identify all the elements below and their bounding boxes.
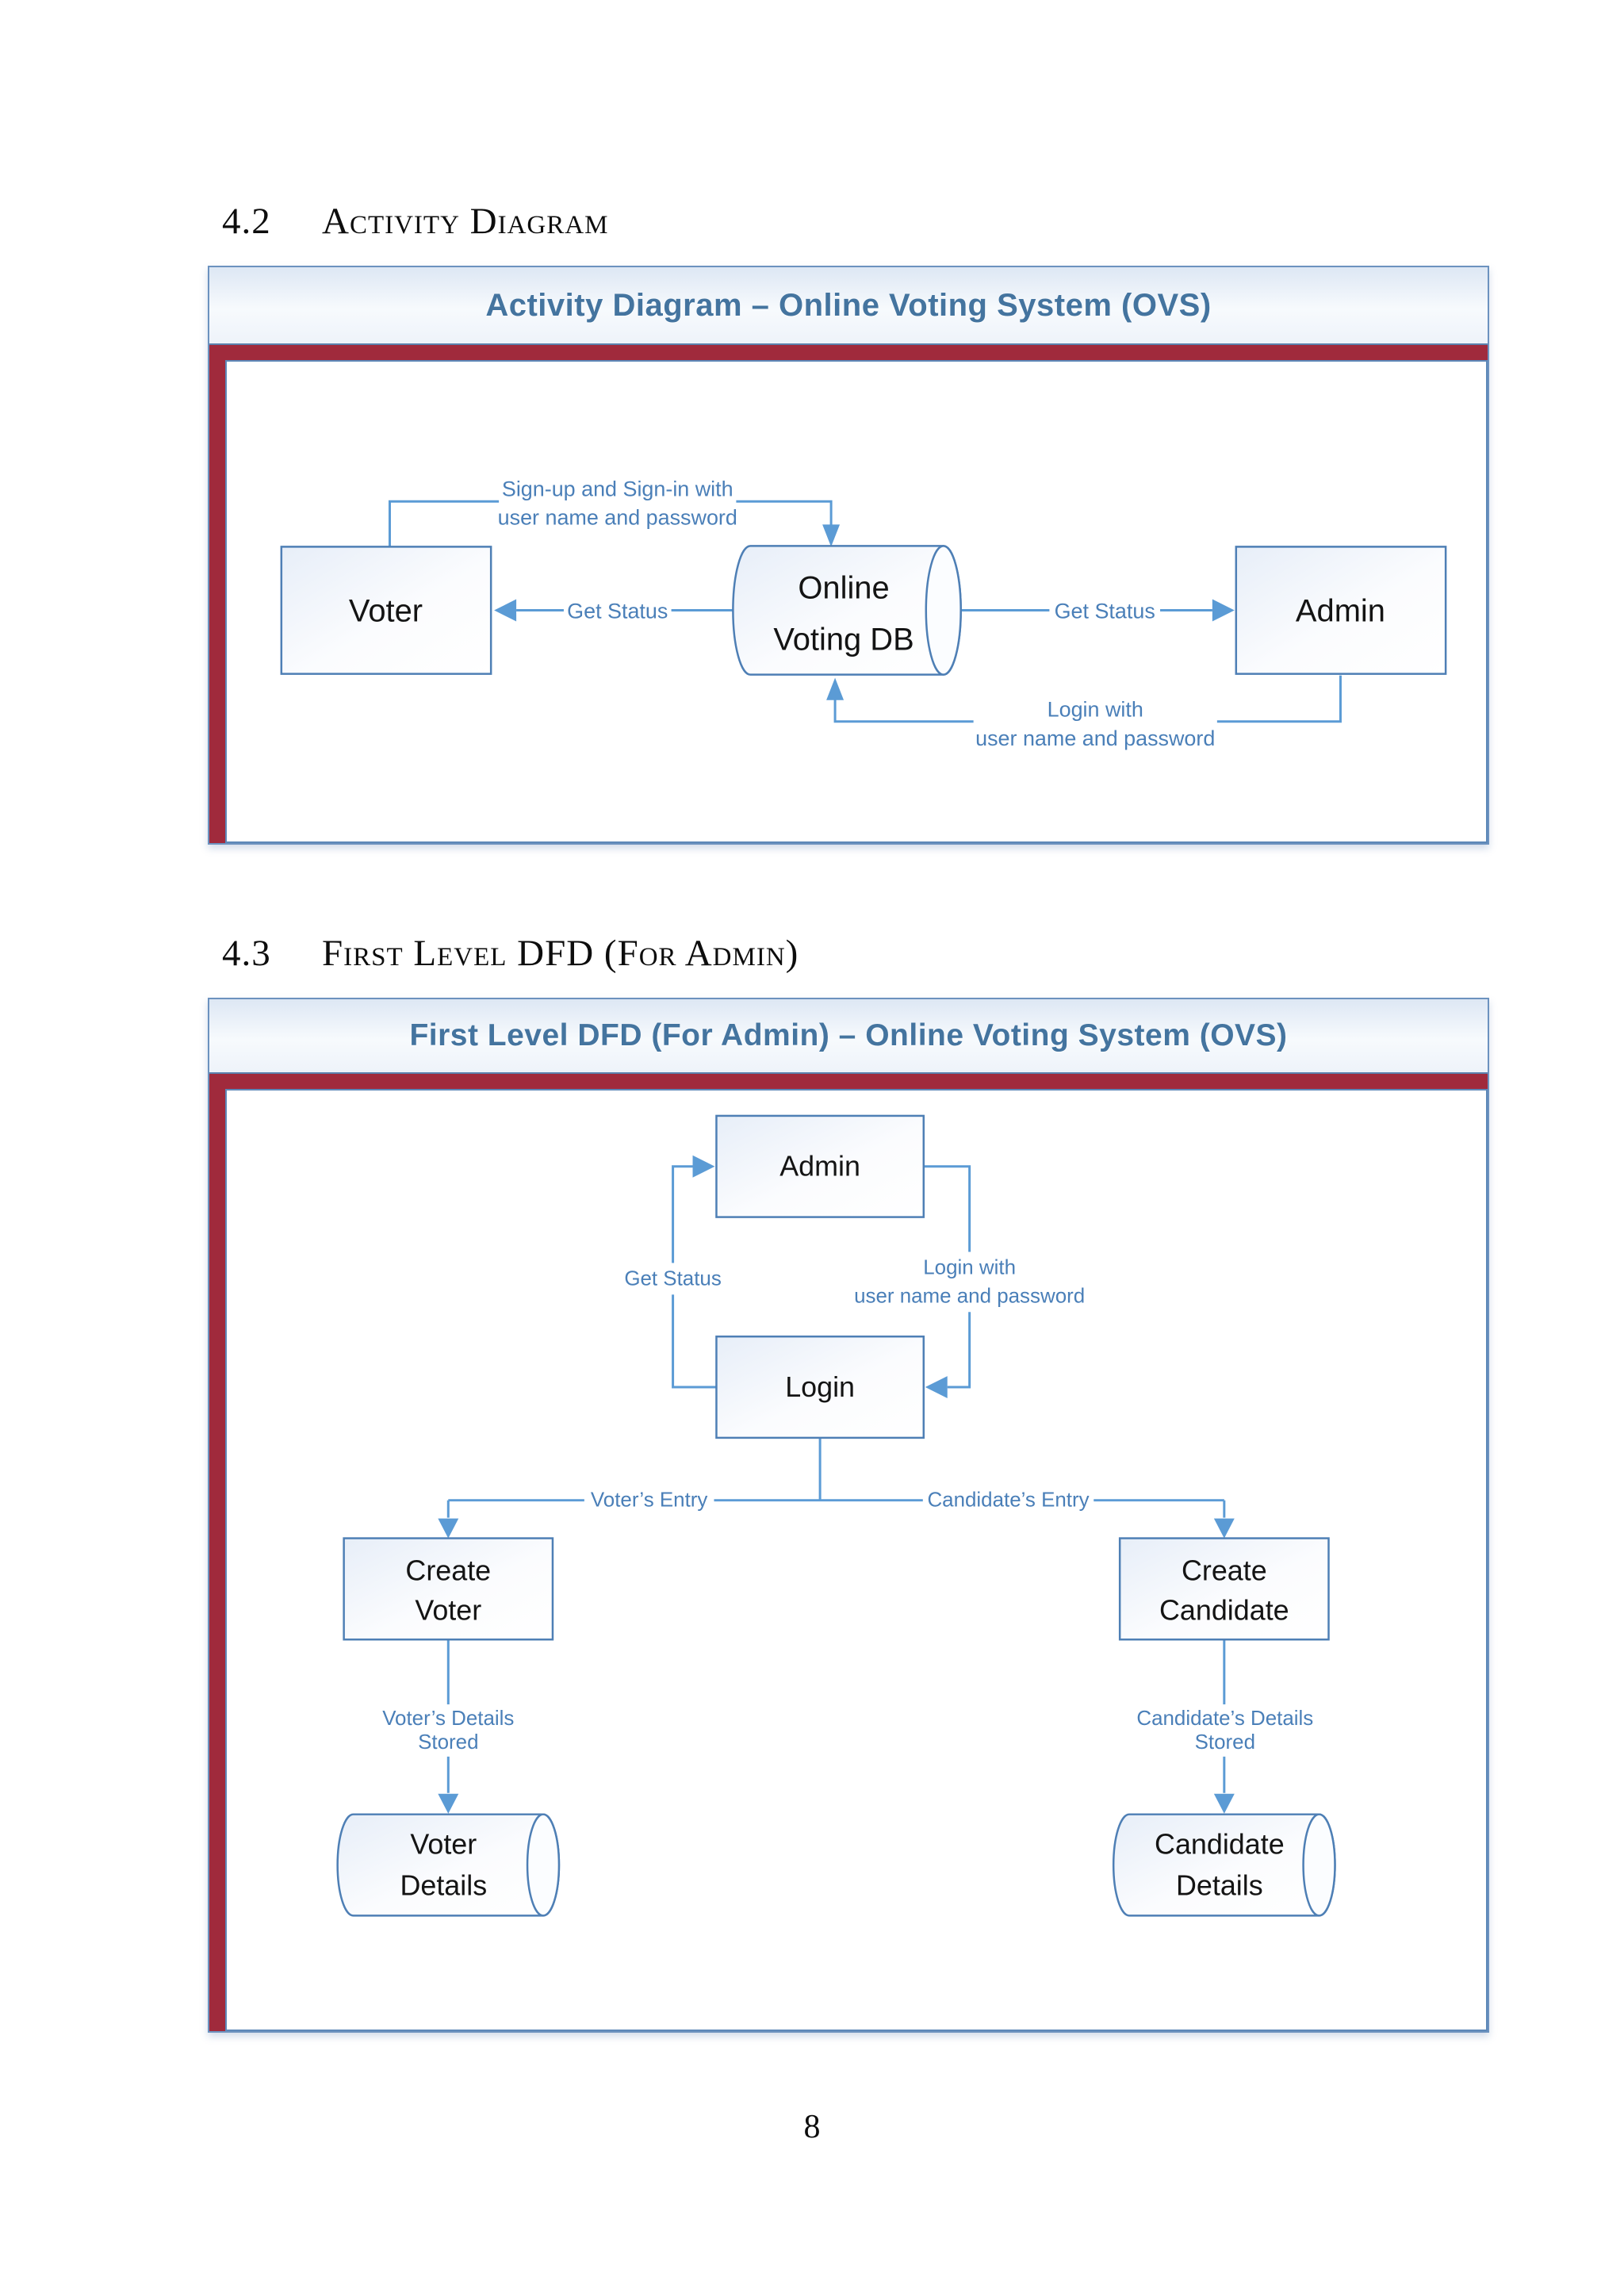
activity-diagram-title: Activity Diagram – Online Voting System … bbox=[209, 267, 1488, 343]
arrowhead-into-create-voter-icon bbox=[438, 1518, 459, 1539]
section-number: 4.2 bbox=[222, 201, 271, 242]
arrowhead-into-voter-icon bbox=[494, 599, 517, 622]
login-label-mask bbox=[850, 1251, 1090, 1313]
online-voting-db-cylinder-cap bbox=[925, 545, 962, 676]
candidate-details-label-line1: Candidate bbox=[1155, 1829, 1285, 1861]
red-accent-bar bbox=[209, 343, 1488, 362]
arrowhead-into-admin-icon bbox=[692, 1155, 715, 1178]
section-heading-4-3: 4.3 First Level DFD (For Admin) bbox=[222, 932, 799, 975]
section-heading-4-2: 4.2 Activity Diagram bbox=[222, 200, 608, 243]
candidate-stored-mask bbox=[1128, 1704, 1322, 1757]
voter-box bbox=[280, 546, 492, 675]
section-title: First Level DFD (For Admin) bbox=[322, 933, 799, 974]
login-box bbox=[715, 1335, 925, 1439]
signup-label-line2: user name and password bbox=[498, 505, 737, 529]
voter-stored-label-line2: Stored bbox=[418, 1731, 478, 1754]
first-level-dfd-frame: First Level DFD (For Admin) – Online Vot… bbox=[208, 998, 1489, 2033]
voter-details-label-line1: Voter bbox=[410, 1829, 477, 1861]
first-level-dfd-svg: Get Status Login with user name and pass… bbox=[336, 1114, 1336, 1917]
voter-stored-mask bbox=[372, 1704, 525, 1757]
voter-details-cylinder-cap bbox=[526, 1813, 561, 1917]
get-status-right-mask bbox=[1049, 596, 1161, 627]
create-candidate-label-line2: Candidate bbox=[1159, 1594, 1289, 1626]
first-level-dfd-canvas: Get Status Login with user name and pass… bbox=[225, 1089, 1488, 2031]
login-box-label: Login bbox=[785, 1371, 855, 1403]
arrowhead-into-candidate-details-icon bbox=[1213, 1793, 1235, 1814]
login-label-line2: user name and password bbox=[854, 1285, 1085, 1307]
red-accent-strip bbox=[209, 1089, 225, 2031]
db-label-line2: Voting DB bbox=[773, 623, 914, 657]
first-level-dfd-title-text: First Level DFD (For Admin) – Online Vot… bbox=[409, 1018, 1288, 1052]
red-accent-strip bbox=[209, 360, 225, 843]
create-voter-box bbox=[343, 1537, 554, 1641]
admin-box bbox=[1235, 546, 1447, 675]
signup-label-mask bbox=[499, 473, 737, 531]
candidate-stored-label-line1: Candidate’s Details bbox=[1136, 1708, 1313, 1730]
arrowhead-into-create-candidate-icon bbox=[1213, 1518, 1235, 1539]
candidate-stored-label-line2: Stored bbox=[1195, 1731, 1255, 1754]
candidates-entry-label: Candidate’s Entry bbox=[927, 1489, 1089, 1512]
candidate-details-label-line2: Details bbox=[1176, 1869, 1263, 1901]
login-label-line1: Login with bbox=[923, 1256, 1016, 1278]
arrowhead-into-login-icon bbox=[925, 1376, 948, 1399]
admin-box bbox=[715, 1114, 925, 1218]
arrowhead-into-voter-details-icon bbox=[438, 1793, 459, 1814]
login-label-line1: Login with bbox=[1048, 698, 1143, 722]
arrowhead-into-admin-icon bbox=[1212, 599, 1235, 622]
create-candidate-label-line1: Create bbox=[1182, 1554, 1267, 1586]
create-candidate-box bbox=[1118, 1537, 1330, 1641]
candidates-entry-mask bbox=[922, 1484, 1094, 1516]
get-status-label-mask bbox=[615, 1263, 730, 1295]
voters-entry-label: Voter’s Entry bbox=[591, 1489, 707, 1512]
activity-diagram-frame: Activity Diagram – Online Voting System … bbox=[208, 266, 1489, 845]
voter-box-label: Voter bbox=[349, 593, 423, 628]
section-number: 4.3 bbox=[222, 933, 271, 974]
login-label-mask bbox=[973, 692, 1217, 753]
db-label-line1: Online bbox=[798, 570, 889, 605]
entry-split-connector bbox=[446, 1437, 1226, 1518]
activity-diagram-svg: Sign-up and Sign-in with user name and p… bbox=[280, 473, 1447, 753]
activity-diagram-canvas: Sign-up and Sign-in with user name and p… bbox=[225, 360, 1488, 843]
arrowhead-into-db-top-icon bbox=[822, 524, 841, 547]
page-number: 8 bbox=[803, 2109, 821, 2145]
voters-entry-mask bbox=[584, 1484, 714, 1516]
activity-diagram-title-text: Activity Diagram – Online Voting System … bbox=[485, 287, 1212, 323]
voter-stored-label-line1: Voter’s Details bbox=[382, 1708, 514, 1730]
create-voter-label-line1: Create bbox=[405, 1554, 491, 1586]
get-status-right-label: Get Status bbox=[1055, 599, 1155, 623]
section-title: Activity Diagram bbox=[322, 201, 609, 242]
voter-details-label-line2: Details bbox=[400, 1869, 487, 1901]
get-status-label: Get Status bbox=[624, 1267, 722, 1290]
arrowhead-into-db-bottom-icon bbox=[826, 677, 845, 700]
login-label-line2: user name and password bbox=[975, 726, 1215, 750]
get-status-left-label: Get Status bbox=[567, 599, 668, 623]
signup-label-line1: Sign-up and Sign-in with bbox=[502, 477, 733, 500]
create-voter-label-line2: Voter bbox=[415, 1594, 481, 1626]
first-level-dfd-title: First Level DFD (For Admin) – Online Vot… bbox=[209, 999, 1488, 1072]
get-status-left-mask bbox=[563, 596, 672, 627]
admin-box-label: Admin bbox=[779, 1151, 860, 1182]
candidate-details-cylinder-cap bbox=[1302, 1813, 1336, 1917]
admin-box-label: Admin bbox=[1296, 593, 1385, 628]
